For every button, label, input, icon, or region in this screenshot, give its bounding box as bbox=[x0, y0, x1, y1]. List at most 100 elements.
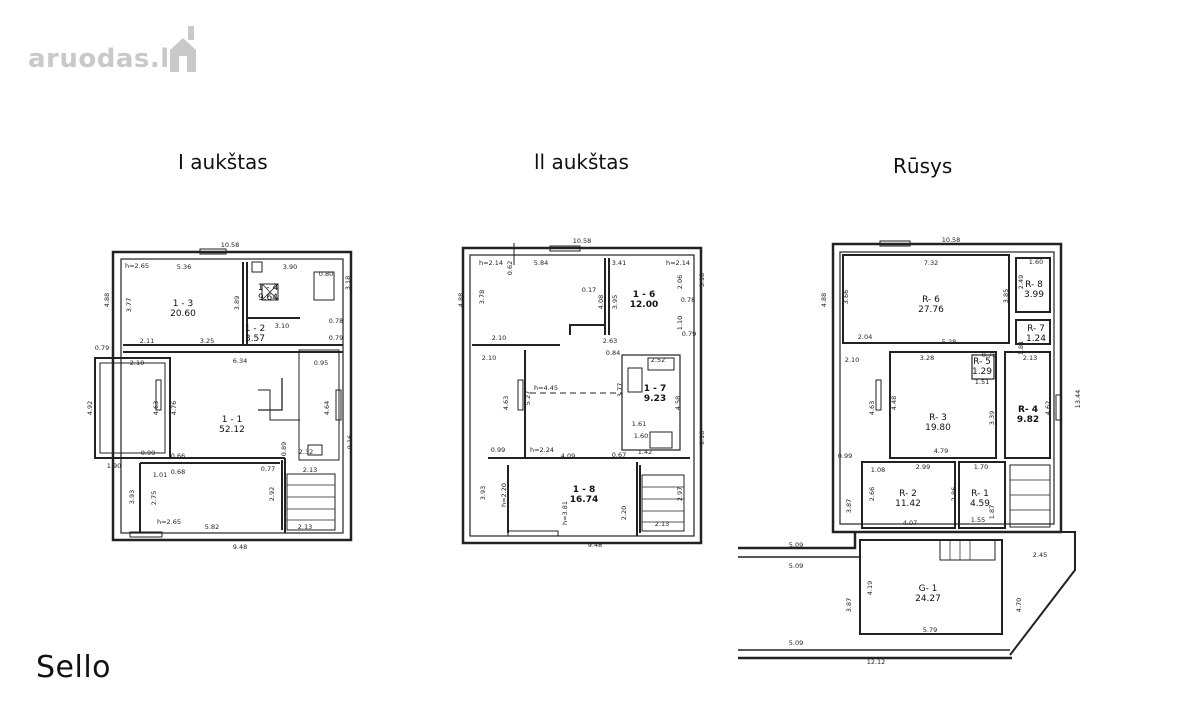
dimension-label: 0.84 bbox=[606, 349, 620, 357]
dimension-label: 3.85 bbox=[1002, 289, 1010, 303]
dimension-label: 0.75 bbox=[982, 351, 996, 359]
dimension-label: 2.06 bbox=[676, 275, 684, 289]
dimension-label: 2.04 bbox=[858, 333, 872, 341]
floor-title-basement: Rūsys bbox=[893, 154, 953, 178]
room-code: 1 - 8 bbox=[573, 485, 596, 495]
dimension-label: 5.09 bbox=[789, 639, 803, 647]
dimension-label: 1.87 bbox=[988, 505, 996, 519]
room-area: 3.57 bbox=[245, 334, 265, 344]
room-code: R- 6 bbox=[922, 295, 940, 305]
dimension-label: 9.16 bbox=[698, 431, 706, 445]
dimension-label: 1.61 bbox=[632, 420, 646, 428]
dimension-label: 5.82 bbox=[205, 523, 219, 531]
dimension-label: 0.67 bbox=[612, 451, 626, 459]
dimension-label: 2.10 bbox=[845, 356, 859, 364]
dimension-label: h=4.45 bbox=[534, 384, 558, 392]
dimension-label: 0.17 bbox=[582, 286, 596, 294]
dimension-label: 4.76 bbox=[170, 401, 178, 415]
dimension-label: 0.95 bbox=[314, 359, 328, 367]
dimension-label: 4.70 bbox=[1015, 598, 1023, 612]
dimension-label: 3.87 bbox=[845, 598, 853, 612]
dimension-label: 2.66 bbox=[868, 487, 876, 501]
dimension-label: 1.81 bbox=[1017, 341, 1025, 355]
dimension-label: 2.45 bbox=[1033, 551, 1047, 559]
dimension-label: 4.08 bbox=[597, 295, 605, 309]
dimension-label: 3.10 bbox=[275, 322, 289, 330]
dimension-label: 0.78 bbox=[329, 317, 343, 325]
dimension-label: 4.88 bbox=[457, 293, 465, 307]
room-area: 1.29 bbox=[972, 367, 992, 377]
dimension-label: 4.63 bbox=[152, 401, 160, 415]
dimension-label: 0.99 bbox=[141, 449, 155, 457]
dimension-label: 3.93 bbox=[479, 486, 487, 500]
dimension-label: 5.09 bbox=[789, 541, 803, 549]
dimension-label: 2.11 bbox=[140, 337, 154, 345]
dimension-label: 3.87 bbox=[845, 499, 853, 513]
dimension-label: 2.52 bbox=[651, 356, 665, 364]
room-area: 3.99 bbox=[1024, 290, 1044, 300]
dimension-label: 3.25 bbox=[200, 337, 214, 345]
room-area: 16.74 bbox=[570, 495, 598, 505]
dimension-label: 5.84 bbox=[534, 259, 548, 267]
dimension-label: 5.27 bbox=[524, 391, 532, 405]
dimension-label: 2.99 bbox=[916, 463, 930, 471]
room-code: R- 3 bbox=[929, 413, 947, 423]
dimension-label: 1.70 bbox=[974, 463, 988, 471]
room-area: 12.00 bbox=[630, 300, 658, 310]
dimension-label: 4.79 bbox=[934, 447, 948, 455]
dimension-label: 4.88 bbox=[820, 293, 828, 307]
dimension-label: 0.79 bbox=[682, 330, 696, 338]
watermark-logo: aruodas.lt bbox=[28, 44, 183, 74]
dimension-label: 3.18 bbox=[698, 273, 706, 287]
dimension-label: 4.09 bbox=[561, 452, 575, 460]
dimension-label: 1.90 bbox=[107, 462, 121, 470]
floor-title-1: I aukštas bbox=[178, 150, 268, 174]
dimension-label: h=2.24 bbox=[530, 446, 554, 454]
dimension-label: 2.75 bbox=[150, 491, 158, 505]
room-area: 9.82 bbox=[1017, 415, 1039, 425]
dimension-label: 0.80 bbox=[319, 270, 333, 278]
dimension-label: h=3.81 bbox=[561, 501, 569, 525]
dimension-label: 5.09 bbox=[789, 562, 803, 570]
dimension-label: 1.42 bbox=[638, 448, 652, 456]
dimension-label: h=2.65 bbox=[157, 518, 181, 526]
room-code: R- 7 bbox=[1027, 324, 1045, 334]
dimension-label: 2.49 bbox=[1017, 275, 1025, 289]
dimension-label: 1.51 bbox=[975, 378, 989, 386]
dimension-label: 3.89 bbox=[233, 296, 241, 310]
dimension-label: h=2.14 bbox=[479, 259, 503, 267]
dimension-label: 3.28 bbox=[920, 354, 934, 362]
dimension-label: 13.44 bbox=[1074, 390, 1082, 409]
brand-logo: Sello bbox=[36, 650, 112, 685]
dimension-label: 0.99 bbox=[491, 446, 505, 454]
dimension-label: 2.10 bbox=[130, 359, 144, 367]
dimension-label: 4.88 bbox=[103, 293, 111, 307]
dimension-label: h=2.14 bbox=[666, 259, 690, 267]
dimension-label: 3.66 bbox=[842, 290, 850, 304]
dimension-label: 4.63 bbox=[868, 401, 876, 415]
dimension-label: 3.18 bbox=[344, 276, 352, 290]
dimension-label: 2.10 bbox=[492, 334, 506, 342]
dimension-label: 0.78 bbox=[681, 296, 695, 304]
room-area: 24.27 bbox=[915, 594, 941, 604]
dimension-label: 4.92 bbox=[86, 401, 94, 415]
floor-2-plan bbox=[461, 243, 703, 545]
room-code: R- 5 bbox=[973, 357, 991, 367]
dimension-label: 10.58 bbox=[573, 237, 592, 245]
dimension-label: 10.58 bbox=[942, 236, 961, 244]
dimension-label: 9.48 bbox=[233, 543, 247, 551]
dimension-label: 0.68 bbox=[171, 468, 185, 476]
dimension-label: h=2.20 bbox=[500, 483, 508, 507]
room-code: G- 1 bbox=[919, 584, 938, 594]
dimension-label: 2.32 bbox=[299, 448, 313, 456]
dimension-label: 2.13 bbox=[303, 466, 317, 474]
floor-title-2: ll aukštas bbox=[534, 150, 629, 174]
dimension-label: 3.95 bbox=[611, 295, 619, 309]
dimension-label: 4.62 bbox=[1044, 401, 1052, 415]
dimension-label: 3.77 bbox=[616, 383, 624, 397]
floor-1-plan bbox=[94, 248, 353, 542]
dimension-label: 1.01 bbox=[153, 471, 167, 479]
dimension-label: 1.55 bbox=[971, 516, 985, 524]
dimension-label: 2.92 bbox=[268, 487, 276, 501]
